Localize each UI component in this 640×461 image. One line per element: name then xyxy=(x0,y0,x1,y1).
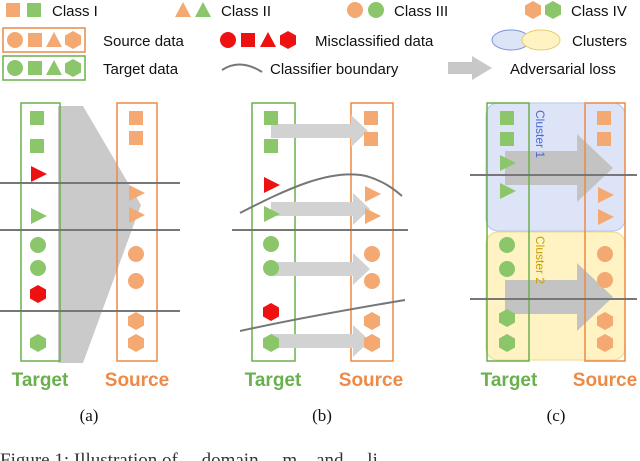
target-circle xyxy=(499,237,515,253)
classifier-boundary xyxy=(239,173,403,214)
cluster-yellow-icon xyxy=(521,29,561,51)
target-circle xyxy=(263,236,279,252)
panel-b: Target Source (b) xyxy=(232,102,408,425)
target-label-a: Target xyxy=(12,370,69,391)
class-2-icon xyxy=(195,2,211,17)
subfigure-label-b: (b) xyxy=(312,406,332,425)
panel-c: Cluster 1 Cluster 2 Target Sourc xyxy=(470,102,637,425)
target-square xyxy=(30,111,44,125)
source-circle xyxy=(128,246,144,262)
target-circle xyxy=(30,237,46,253)
target-square xyxy=(500,132,514,146)
target-label-c: Target xyxy=(481,370,538,391)
source-circle xyxy=(364,273,380,289)
source-shapes-icon xyxy=(7,31,81,49)
legend-target-data: Target data xyxy=(103,61,179,78)
source-square xyxy=(129,111,143,125)
legend-class-1: Class I xyxy=(52,3,98,20)
adversarial-arrow xyxy=(271,325,370,357)
source-triangle xyxy=(365,208,381,224)
target-square xyxy=(500,111,514,125)
source-column xyxy=(584,102,626,362)
source-circle xyxy=(128,273,144,289)
source-circle xyxy=(364,246,380,262)
boundary-line-icon xyxy=(221,63,263,73)
class-1-icon xyxy=(27,3,41,17)
figure-caption: Figure 1: Illustration of ... domain ...… xyxy=(0,450,392,461)
target-square xyxy=(30,139,44,153)
adversarial-arrow-cluster-1 xyxy=(505,134,613,202)
legend-class-2: Class II xyxy=(221,3,271,20)
adversarial-arrow-big xyxy=(58,106,141,363)
source-hexagon xyxy=(364,334,380,352)
target-triangle xyxy=(31,208,47,224)
source-label-b: Source xyxy=(339,370,403,391)
adversarial-arrow xyxy=(271,193,370,225)
source-circle xyxy=(597,272,613,288)
misclassified-shapes-icon xyxy=(220,31,296,49)
class-2-icon xyxy=(175,2,191,17)
class-3-icon xyxy=(368,2,384,18)
source-square xyxy=(364,132,378,146)
source-triangle xyxy=(365,186,381,202)
target-data-box xyxy=(2,55,86,81)
legend: Class I Class II Class III Class IV Sour… xyxy=(2,1,627,81)
source-square xyxy=(597,111,611,125)
source-column xyxy=(116,102,158,362)
adversarial-arrow-cluster-2 xyxy=(505,263,613,331)
target-column xyxy=(486,102,530,362)
source-hexagon xyxy=(128,312,144,330)
source-square xyxy=(597,132,611,146)
class-4-icon xyxy=(545,1,561,19)
source-column xyxy=(350,102,394,362)
class-3-icon xyxy=(347,2,363,18)
legend-adversarial-loss: Adversarial loss xyxy=(510,61,616,78)
source-data-box xyxy=(2,27,86,53)
target-label-b: Target xyxy=(245,370,302,391)
classifier-boundary xyxy=(239,299,406,332)
source-hexagon xyxy=(128,334,144,352)
panel-a: Target Source (a) xyxy=(0,102,180,425)
class-1-icon xyxy=(6,3,20,17)
target-square xyxy=(264,139,278,153)
target-shapes-icon xyxy=(7,59,81,77)
adversarial-arrow-icon xyxy=(448,56,492,80)
source-hexagon xyxy=(364,312,380,330)
legend-class-4: Class IV xyxy=(571,3,627,20)
misclassified-hexagon xyxy=(30,285,46,303)
legend-class-3: Class III xyxy=(394,3,448,20)
legend-source-data: Source data xyxy=(103,33,185,50)
source-square xyxy=(364,111,378,125)
cluster-2-label: Cluster 2 xyxy=(533,236,547,284)
source-square xyxy=(129,131,143,145)
misclassified-triangle xyxy=(264,177,280,193)
target-column xyxy=(251,102,296,362)
target-square xyxy=(264,111,278,125)
target-circle xyxy=(499,261,515,277)
cluster-1-label: Cluster 1 xyxy=(533,110,547,158)
target-hexagon xyxy=(30,334,46,352)
legend-misclassified-data: Misclassified data xyxy=(315,33,434,50)
source-circle xyxy=(597,246,613,262)
misclassified-hexagon xyxy=(263,303,279,321)
subfigure-label-a: (a) xyxy=(80,406,99,425)
target-circle xyxy=(30,260,46,276)
subfigure-label-c: (c) xyxy=(547,406,566,425)
misclassified-triangle xyxy=(31,166,47,182)
legend-clusters: Clusters xyxy=(572,33,627,50)
legend-classifier-boundary: Classifier boundary xyxy=(270,61,399,78)
adversarial-arrow xyxy=(271,115,368,147)
class-4-icon xyxy=(525,1,541,19)
source-label-a: Source xyxy=(105,370,169,391)
target-circle xyxy=(263,260,279,276)
target-column xyxy=(20,102,61,362)
source-label-c: Source xyxy=(573,370,637,391)
adversarial-arrow xyxy=(271,253,370,285)
